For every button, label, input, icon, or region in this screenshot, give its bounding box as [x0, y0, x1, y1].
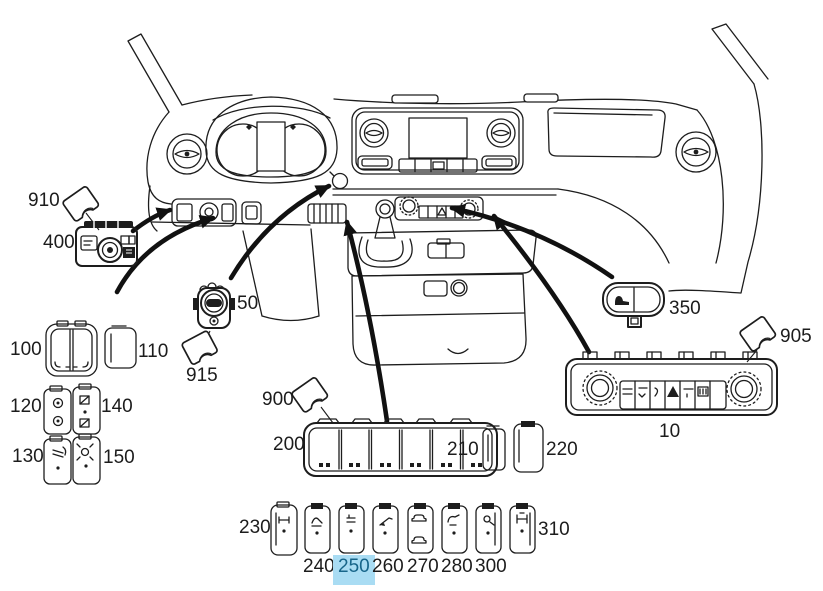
callout-110[interactable]: 110: [138, 341, 169, 362]
callout-130[interactable]: 130: [12, 446, 44, 467]
arrow-350-to-dash: [449, 203, 615, 280]
callout-120[interactable]: 120: [10, 396, 42, 417]
clip-900: [290, 375, 330, 414]
callout-210[interactable]: 210: [447, 439, 479, 460]
dashboard-drawing: [127, 23, 769, 366]
part-140-switch: [72, 383, 101, 435]
part-220-blank-switch: [513, 421, 544, 473]
part-210-blank-cover: [482, 425, 506, 471]
arrow-200-to-dash: [343, 219, 390, 424]
callout-140[interactable]: 140: [101, 396, 133, 417]
part-350-seat-switch: [602, 282, 665, 328]
callout-310[interactable]: 310: [538, 519, 570, 540]
callout-220[interactable]: 220: [546, 439, 578, 460]
arrow-10-to-dash: [491, 213, 592, 355]
part-10-climate-panel: [565, 351, 778, 416]
arrow-100-to-dash: [114, 215, 216, 295]
callout-905[interactable]: 905: [780, 326, 812, 347]
callout-250[interactable]: 250: [333, 555, 375, 585]
callout-50[interactable]: 50: [237, 293, 259, 314]
part-260-switch: [372, 503, 399, 554]
clip-915: [180, 329, 219, 366]
callout-900[interactable]: 900: [262, 389, 294, 410]
callout-260[interactable]: 260: [372, 556, 404, 577]
callout-270[interactable]: 270: [407, 556, 439, 577]
callout-280[interactable]: 280: [441, 556, 473, 577]
part-270-switch: [407, 503, 434, 554]
callout-200[interactable]: 200: [273, 434, 305, 455]
part-100-switch-frame: [45, 320, 98, 377]
part-300-switch: [475, 503, 502, 554]
callout-300[interactable]: 300: [475, 556, 507, 577]
arrow-50-to-dash: [228, 183, 332, 281]
callout-arrows: [114, 183, 615, 424]
part-400-headlight-switch: [75, 221, 138, 267]
part-110-blank-cover: [104, 325, 137, 369]
callout-350[interactable]: 350: [669, 298, 701, 319]
callout-150[interactable]: 150: [103, 447, 135, 468]
part-310-switch: [509, 503, 536, 554]
leader-lines: [85, 212, 758, 424]
part-200-switch-panel-frame: [303, 418, 498, 477]
part-150-switch: [72, 433, 101, 485]
callout-100[interactable]: 100: [10, 339, 42, 360]
clip-905: [738, 314, 778, 353]
arrow-400-to-dash: [130, 207, 173, 234]
callout-915[interactable]: 915: [186, 365, 218, 386]
callout-10[interactable]: 10: [659, 421, 681, 442]
callout-230[interactable]: 230: [239, 517, 271, 538]
clip-910: [61, 184, 101, 223]
part-120-switch: [43, 385, 72, 435]
part-50-rotary-switch: [193, 282, 235, 329]
part-130-switch: [43, 435, 72, 485]
part-230-switch: [270, 501, 298, 556]
callout-400[interactable]: 400: [43, 232, 75, 253]
callout-240[interactable]: 240: [303, 556, 335, 577]
part-280-switch: [441, 503, 468, 554]
callout-910[interactable]: 910: [28, 190, 60, 211]
part-240-switch: [304, 503, 331, 554]
part-250-switch: [338, 503, 365, 554]
